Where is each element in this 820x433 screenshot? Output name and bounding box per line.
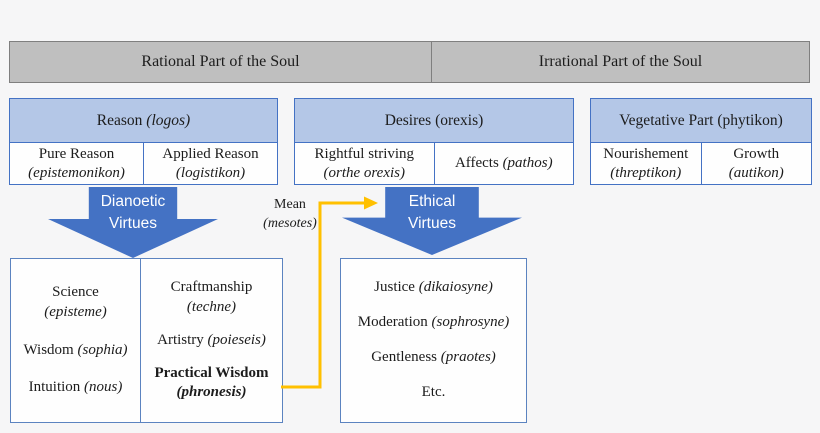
dianoetic-virtues-box: Science (episteme) Wisdom (sophia) Intui… <box>10 258 283 423</box>
practical-wisdom-label: Practical Wisdom <box>154 364 269 381</box>
nourishement-term: (threptikon) <box>610 164 682 181</box>
desires-cells: Rightful striving (orthe orexis) Affects… <box>294 142 574 185</box>
craftmanship-term: (techne) <box>186 298 237 315</box>
pure-reason-term: (epistemonikon) <box>28 164 125 181</box>
virtue-item-justice: Justice (dikaiosyne) <box>374 278 493 298</box>
mean-label-line1: Mean <box>274 197 306 212</box>
artistry-label: Artistry <box>157 331 204 348</box>
virtue-item-craftmanship: Craftmanship (techne) <box>171 278 253 317</box>
irrational-part-label: Irrational Part of the Soul <box>538 53 703 70</box>
desires-title: Desires (orexis) <box>384 111 484 129</box>
cell-applied-reason: Applied Reason (logistikon) <box>143 142 278 185</box>
connector-arrowhead <box>364 196 378 210</box>
rational-part-cell: Rational Part of the Soul <box>10 42 431 82</box>
artistry-term: (poieseis) <box>207 331 266 348</box>
ethical-arrow-line2: Virtues <box>408 214 456 232</box>
group-desires: Desires (orexis) Rightful striving (orth… <box>294 98 574 185</box>
mean-label: Mean (mesotes) <box>238 196 342 234</box>
nourishement-label: Nourishement <box>603 145 689 162</box>
affects-label: Affects <box>454 155 499 172</box>
group-vegetative: Vegetative Part (phytikon) Nourishement … <box>590 98 812 185</box>
reason-title: Reason <box>96 111 143 129</box>
dianoetic-arrow-line1: Dianoetic <box>100 193 166 210</box>
wisdom-term: (sophia) <box>77 341 128 358</box>
pure-reason-label: Pure Reason <box>38 145 115 162</box>
intuition-term: (nous) <box>84 379 123 396</box>
ethical-virtues-box: Justice (dikaiosyne) Moderation (sophros… <box>340 258 527 423</box>
cell-affects: Affects (pathos) <box>433 142 574 185</box>
virtue-item-science: Science (episteme) <box>44 283 106 322</box>
vegetative-cells: Nourishement (threptikon) Growth (autiko… <box>590 142 812 185</box>
virtue-item-etc: Etc. <box>422 383 446 403</box>
ethical-virtues-arrow: Ethical Virtues <box>342 187 522 255</box>
virtue-item-wisdom: Wisdom (sophia) <box>24 341 128 361</box>
mean-label-term: (mesotes) <box>263 215 317 231</box>
vegetative-title: Vegetative Part (phytikon) <box>619 111 783 129</box>
virtue-item-practical-wisdom: Practical Wisdom (phronesis) <box>154 364 268 403</box>
group-reason: Reason (logos) Pure Reason (epistemoniko… <box>9 98 278 185</box>
soul-parts-banner: Rational Part of the Soul Irrational Par… <box>9 41 810 83</box>
rightful-striving-label: Rightful striving <box>314 145 415 162</box>
reason-title-term: (logos) <box>146 111 191 129</box>
etc-label: Etc. <box>421 384 446 401</box>
dianoetic-column-1: Science (episteme) Wisdom (sophia) Intui… <box>11 259 141 422</box>
wisdom-label: Wisdom <box>23 341 74 358</box>
growth-label: Growth <box>733 145 780 162</box>
cell-pure-reason: Pure Reason (epistemonikon) <box>9 142 144 185</box>
dianoetic-column-2: Craftmanship (techne) Artistry (poieseis… <box>141 259 282 422</box>
moderation-label: Moderation <box>357 314 428 331</box>
rational-part-label: Rational Part of the Soul <box>141 53 300 70</box>
growth-term: (autikon) <box>728 164 784 181</box>
gentleness-term: (praotes) <box>440 349 496 366</box>
group-header-vegetative: Vegetative Part (phytikon) <box>590 98 812 143</box>
justice-term: (dikaiosyne) <box>418 279 493 296</box>
cell-nourishement: Nourishement (threptikon) <box>590 142 702 185</box>
dianoetic-virtues-arrow: Dianoetic Virtues <box>48 187 218 258</box>
rightful-striving-term: (orthe orexis) <box>323 164 405 181</box>
irrational-part-cell: Irrational Part of the Soul <box>431 42 809 82</box>
virtue-item-artistry: Artistry (poieseis) <box>157 331 266 351</box>
gentleness-label: Gentleness <box>371 349 438 366</box>
science-label: Science <box>52 284 99 301</box>
group-header-reason: Reason (logos) <box>9 98 278 143</box>
group-header-desires: Desires (orexis) <box>294 98 574 143</box>
practical-wisdom-term: (phronesis) <box>176 384 247 401</box>
reason-cells: Pure Reason (epistemonikon) Applied Reas… <box>9 142 278 185</box>
dianoetic-arrow-line2: Virtues <box>109 214 157 232</box>
justice-label: Justice <box>374 279 415 296</box>
virtue-item-gentleness: Gentleness (praotes) <box>371 348 496 368</box>
science-term: (episteme) <box>44 303 107 320</box>
affects-term: (pathos) <box>502 155 553 172</box>
cell-rightful-striving: Rightful striving (orthe orexis) <box>294 142 435 185</box>
applied-reason-term: (logistikon) <box>175 164 246 181</box>
ethical-arrow-line1: Ethical <box>408 193 456 210</box>
virtue-item-moderation: Moderation (sophrosyne) <box>358 313 510 333</box>
applied-reason-label: Applied Reason <box>162 145 259 162</box>
moderation-term: (sophrosyne) <box>431 314 510 331</box>
cell-growth: Growth (autikon) <box>700 142 812 185</box>
intuition-label: Intuition <box>28 379 81 396</box>
virtue-item-intuition: Intuition (nous) <box>29 378 123 398</box>
craftmanship-label: Craftmanship <box>170 279 253 296</box>
